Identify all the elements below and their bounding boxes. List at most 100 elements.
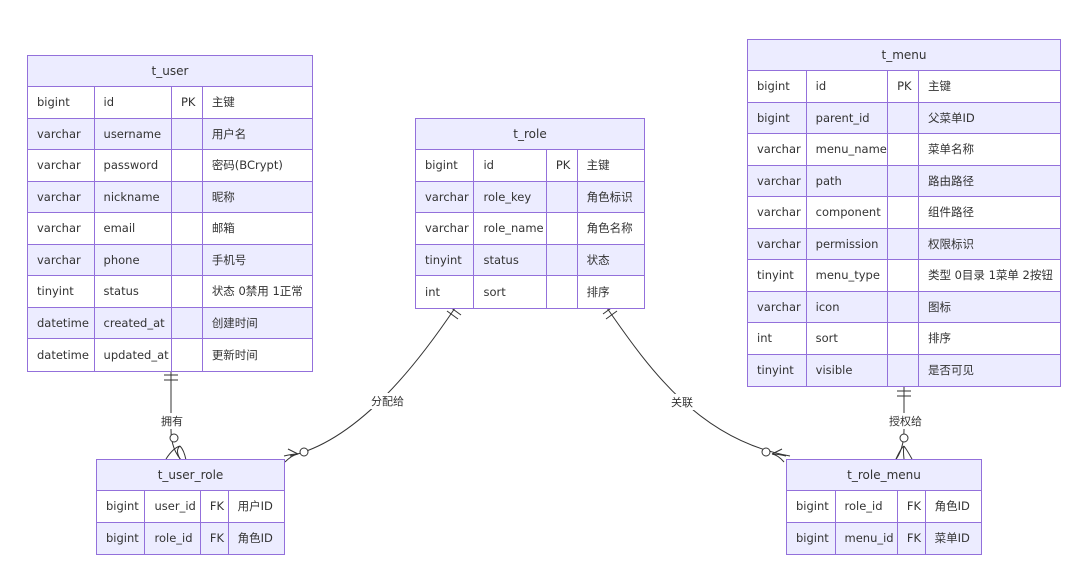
userrole-many-marker-b (283, 448, 299, 463)
column-type: int (748, 323, 807, 354)
column-key (172, 181, 203, 212)
column-comment: 父菜单ID (927, 110, 975, 125)
column-comment: 状态 0禁用 1正常 (211, 284, 303, 299)
column-key: PK (172, 87, 203, 118)
column-key: PK (888, 71, 919, 102)
column-key (888, 134, 919, 165)
column-comment: 用户ID (237, 499, 273, 514)
rolemenu-zero-marker-b (899, 433, 909, 443)
column-comment: 路由路径 (927, 173, 974, 188)
column-name: menu_name (807, 134, 889, 165)
column-key: FK (898, 522, 926, 554)
relationship-label-menu-granted: 授权给 (887, 413, 924, 429)
userrole-zero-marker-b (299, 447, 309, 457)
column-name: role_id (145, 522, 201, 554)
column-key (888, 354, 919, 386)
relationship-label-user-has: 拥有 (159, 413, 185, 429)
column-type: bigint (97, 522, 146, 554)
column-type: tinyint (28, 276, 95, 307)
column-comment: 权限标识 (927, 236, 974, 251)
column-comment: 昵称 (211, 189, 235, 204)
column-key (888, 228, 919, 259)
column-type: bigint (787, 491, 836, 522)
column-key (888, 323, 919, 354)
column-key (172, 244, 203, 275)
entity-title: t_role (416, 119, 644, 150)
column-type: varchar (28, 150, 95, 181)
column-comment: 创建时间 (211, 315, 258, 330)
relationship-label-role-assigned: 分配给 (369, 393, 406, 409)
column-key (888, 260, 919, 291)
column-type: bigint (748, 102, 807, 133)
column-name: created_at (95, 307, 172, 338)
column-comment: 角色ID (237, 531, 273, 546)
column-type: varchar (28, 181, 95, 212)
relationship-label-role-linked: 关联 (669, 394, 695, 410)
column-comment: 组件路径 (927, 205, 974, 220)
column-comment: 主键 (211, 95, 235, 110)
column-name: status (95, 276, 172, 307)
column-name: icon (807, 291, 889, 322)
column-name: role_name (474, 213, 547, 244)
column-comment: 菜单ID (934, 531, 970, 546)
entity-title: t_user_role (97, 460, 284, 491)
column-type: bigint (787, 522, 836, 554)
column-comment: 类型 0目录 1菜单 2按钮 (927, 268, 1053, 283)
column-key: PK (547, 150, 578, 181)
column-name: email (95, 213, 172, 244)
column-comment: 菜单名称 (927, 142, 974, 157)
column-name: id (807, 71, 889, 102)
column-type: bigint (748, 71, 807, 102)
role-one-marker-a1 (446, 310, 459, 320)
column-type: tinyint (748, 354, 807, 386)
column-comment: 排序 (586, 284, 610, 299)
userrole-zero-marker (169, 433, 179, 443)
column-name: phone (95, 244, 172, 275)
column-key: FK (201, 522, 229, 554)
column-name: sort (474, 276, 547, 308)
column-name: path (807, 165, 889, 196)
column-name: password (95, 150, 172, 181)
column-key (547, 181, 578, 212)
rolemenu-many-marker-b (895, 445, 913, 460)
column-type: int (416, 276, 475, 308)
column-type: bigint (97, 491, 146, 522)
column-comment: 角色标识 (586, 189, 633, 204)
column-name: menu_id (836, 522, 898, 554)
column-type: varchar (748, 165, 807, 196)
column-type: tinyint (748, 260, 807, 291)
rolemenu-zero-marker (761, 447, 771, 457)
column-key (888, 165, 919, 196)
column-comment: 图标 (927, 299, 951, 314)
column-comment: 主键 (586, 158, 610, 173)
column-comment: 角色ID (934, 499, 970, 514)
column-type: datetime (28, 307, 95, 338)
column-comment: 是否可见 (927, 363, 974, 378)
column-comment: 排序 (927, 331, 951, 346)
column-type: varchar (748, 197, 807, 228)
column-comment: 角色名称 (586, 221, 633, 236)
